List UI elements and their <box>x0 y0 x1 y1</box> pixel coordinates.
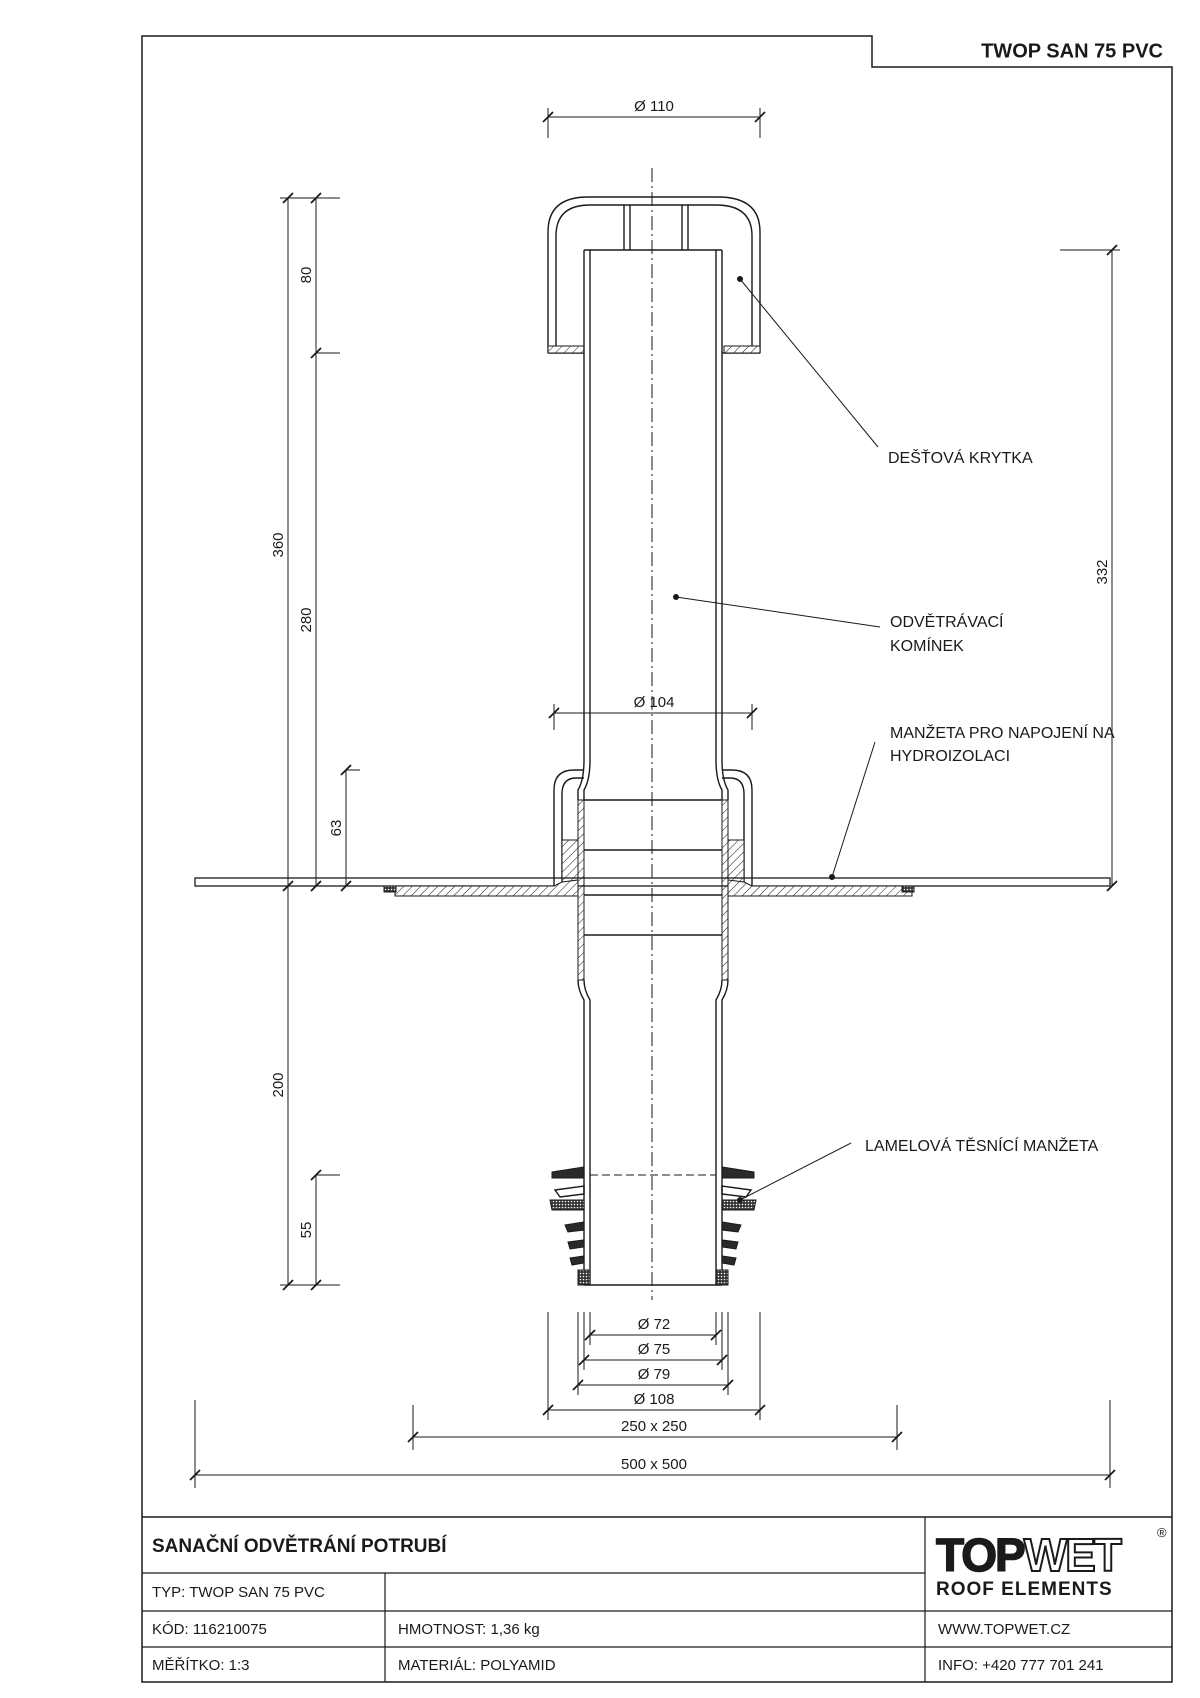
dim-80: 80 <box>298 267 315 284</box>
title-block-title: SANAČNÍ ODVĚTRÁNÍ POTRUBÍ <box>152 1535 447 1557</box>
bottom-dimension-lines <box>189 1312 1116 1488</box>
dim-d104: Ø 104 <box>634 694 675 711</box>
title-block-code: KÓD: 116210075 <box>152 1621 267 1638</box>
title-block-type: TYP: TWOP SAN 75 PVC <box>152 1584 325 1601</box>
title-block-weight: HMOTNOST: 1,36 kg <box>398 1621 540 1638</box>
svg-text:TOPWET: TOPWET <box>936 1529 1122 1581</box>
right-dimension-line <box>1060 244 1120 892</box>
dim-332: 332 <box>1094 559 1111 584</box>
flange-plates <box>194 877 1111 897</box>
dim-55: 55 <box>298 1222 315 1239</box>
dim-280: 280 <box>298 607 315 632</box>
svg-text:ROOF ELEMENTS: ROOF ELEMENTS <box>936 1579 1113 1600</box>
title-block-material: MATERIÁL: POLYAMID <box>398 1657 556 1674</box>
svg-text:®: ® <box>1157 1525 1167 1540</box>
dim-200: 200 <box>270 1072 287 1097</box>
callout-rain-cap: DEŠŤOVÁ KRYTKA <box>888 448 1033 467</box>
chimney-pipe <box>577 249 729 1286</box>
dim-360: 360 <box>270 532 287 557</box>
dim-d72: Ø 72 <box>638 1316 671 1333</box>
title-block-web: WWW.TOPWET.CZ <box>938 1621 1070 1638</box>
dim-d108: Ø 108 <box>634 1391 675 1408</box>
drawing-frame <box>141 35 1173 1683</box>
lamella-seal <box>549 1166 757 1266</box>
dim-63: 63 <box>328 820 345 837</box>
dim-d79: Ø 79 <box>638 1366 671 1383</box>
callout-chimney-line2: KOMÍNEK <box>890 636 964 655</box>
callout-leaders <box>673 276 881 1203</box>
rain-cap <box>547 196 761 354</box>
title-block-info: INFO: +420 777 701 241 <box>938 1657 1104 1674</box>
dim-d110: Ø 110 <box>634 98 674 115</box>
top-dimension-lines <box>542 108 766 730</box>
callout-collar-line2: HYDROIZOLACI <box>890 748 1010 765</box>
callout-chimney-line1: ODVĚTRÁVACÍ <box>890 612 1004 631</box>
callout-collar-line1: MANŽETA PRO NAPOJENÍ NA <box>890 723 1115 742</box>
product-code-header: TWOP SAN 75 PVC <box>981 40 1163 62</box>
callout-lamella: LAMELOVÁ TĚSNÍCÍ MANŽETA <box>865 1136 1099 1155</box>
dim-d75: Ø 75 <box>638 1341 671 1358</box>
dim-250x250: 250 x 250 <box>621 1418 687 1435</box>
title-block <box>142 1516 1172 1682</box>
topwet-logo: TOPWET ROOF ELEMENTS ® <box>935 1525 1167 1600</box>
left-dimension-lines <box>280 192 360 1291</box>
dim-500x500: 500 x 500 <box>621 1456 687 1473</box>
title-block-scale: MĚŘÍTKO: 1:3 <box>152 1657 250 1674</box>
